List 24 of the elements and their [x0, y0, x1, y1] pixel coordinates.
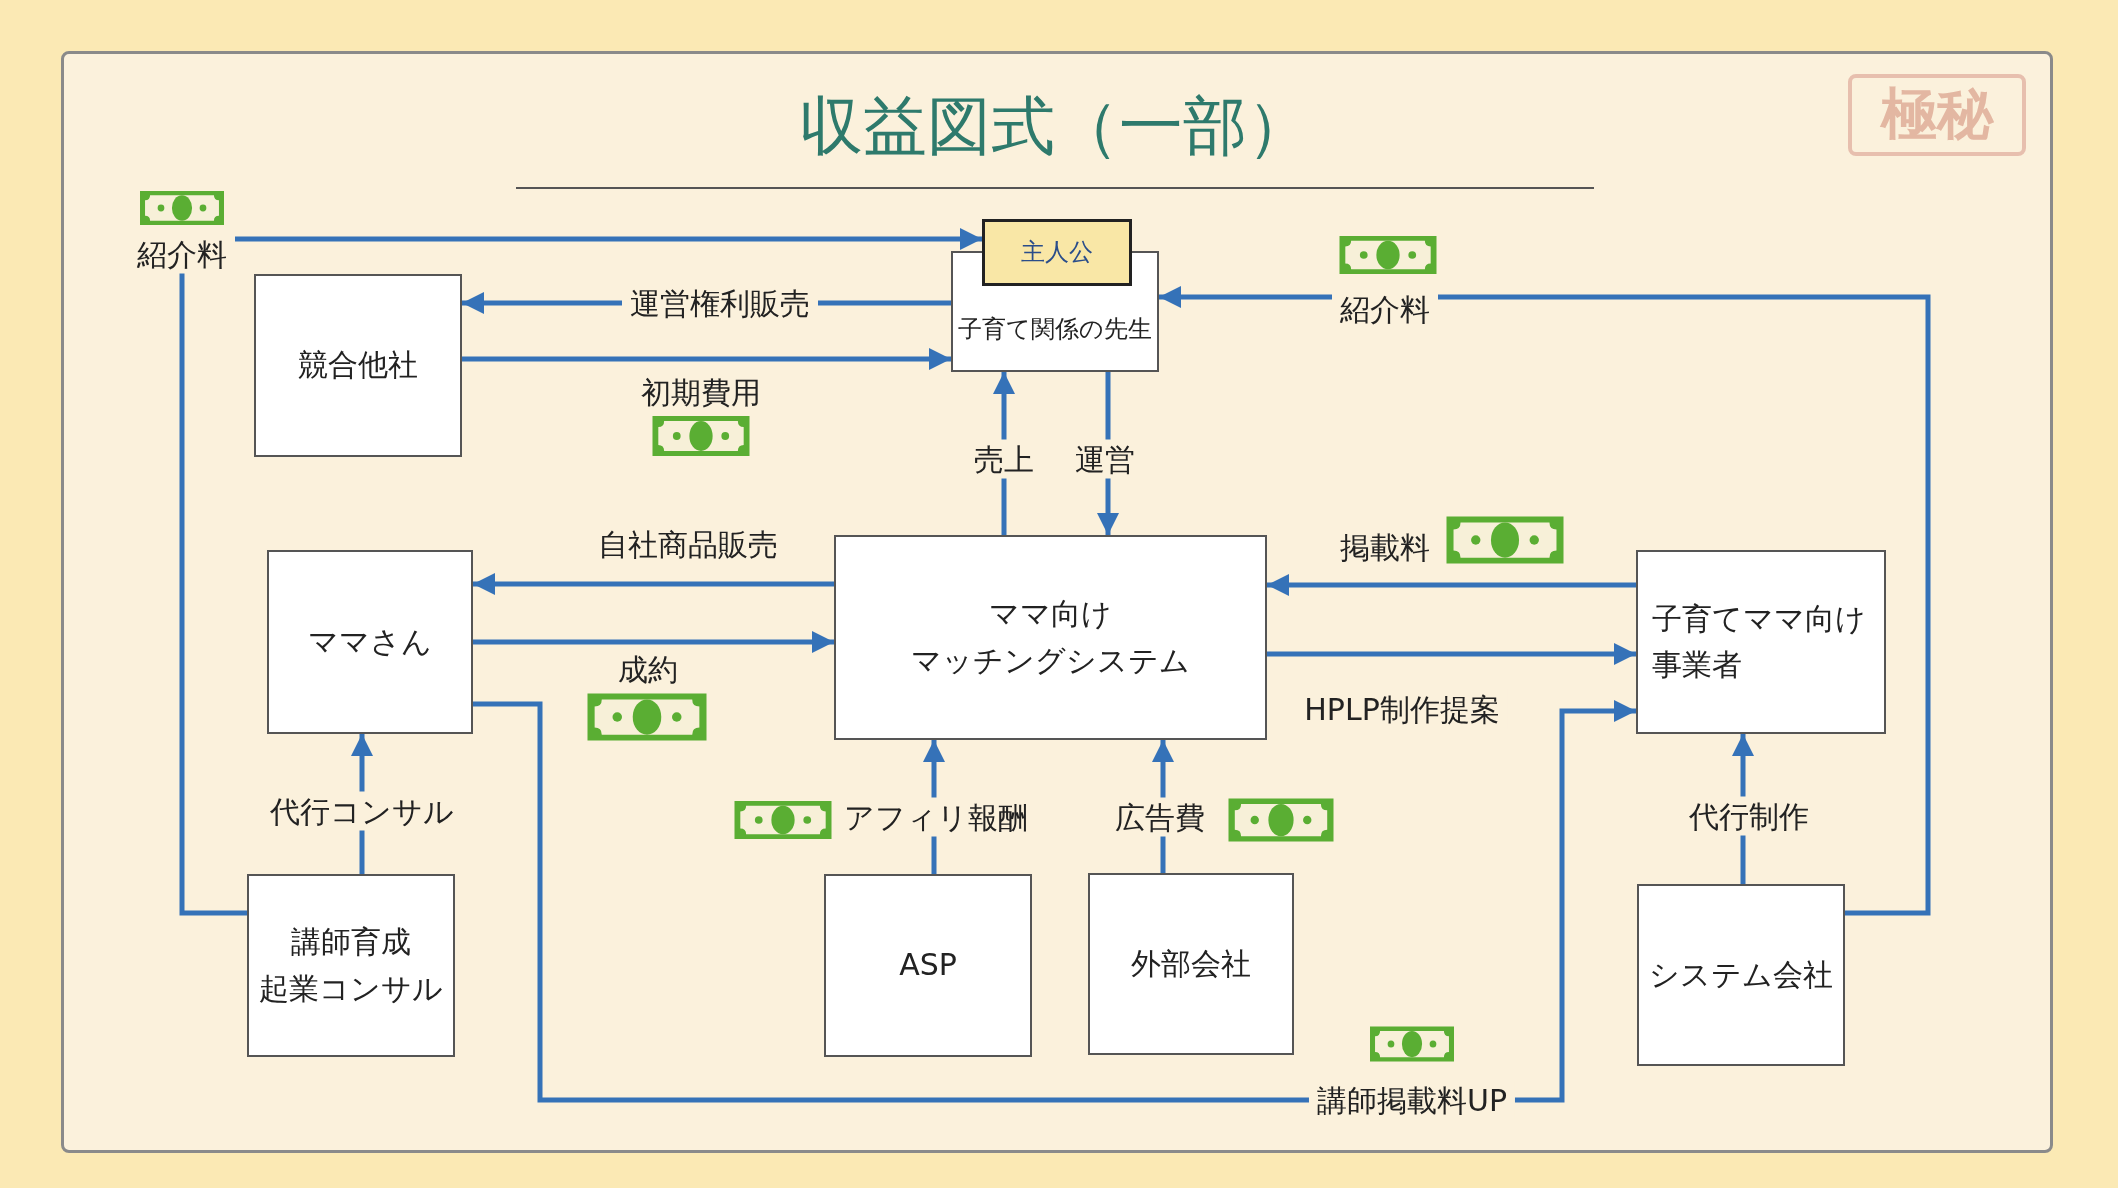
entity-box: [247, 874, 455, 1057]
arrow: [473, 700, 1636, 1103]
arrow: [179, 228, 982, 916]
stamp: 極秘: [1848, 74, 2026, 156]
entity-box: [1636, 550, 1886, 734]
node-text: マッチングシステム: [911, 641, 1190, 680]
entity-box: ASP: [824, 874, 1032, 1057]
node-text: ママ向け: [989, 595, 1112, 633]
entity-box: 競合他社: [254, 274, 462, 457]
arrow: [1267, 643, 1636, 665]
arrow: [473, 573, 834, 595]
node-text: 起業コンサル: [259, 969, 443, 1008]
node-text: 子育てママ向け事業者: [1652, 599, 1867, 684]
entity-box: [834, 535, 1267, 740]
arrow: [462, 348, 951, 370]
arrow: [1159, 286, 1931, 916]
node-text: 講師育成: [291, 923, 411, 961]
role-tag: 主人公: [982, 219, 1132, 286]
entity-box: システム会社: [1637, 884, 1845, 1066]
entity-box: 外部会社: [1088, 873, 1294, 1055]
arrow: [473, 631, 834, 653]
title: 収益図式（一部）: [798, 88, 1312, 165]
entity-box: ママさん: [267, 550, 473, 734]
arrow: [1267, 574, 1636, 596]
